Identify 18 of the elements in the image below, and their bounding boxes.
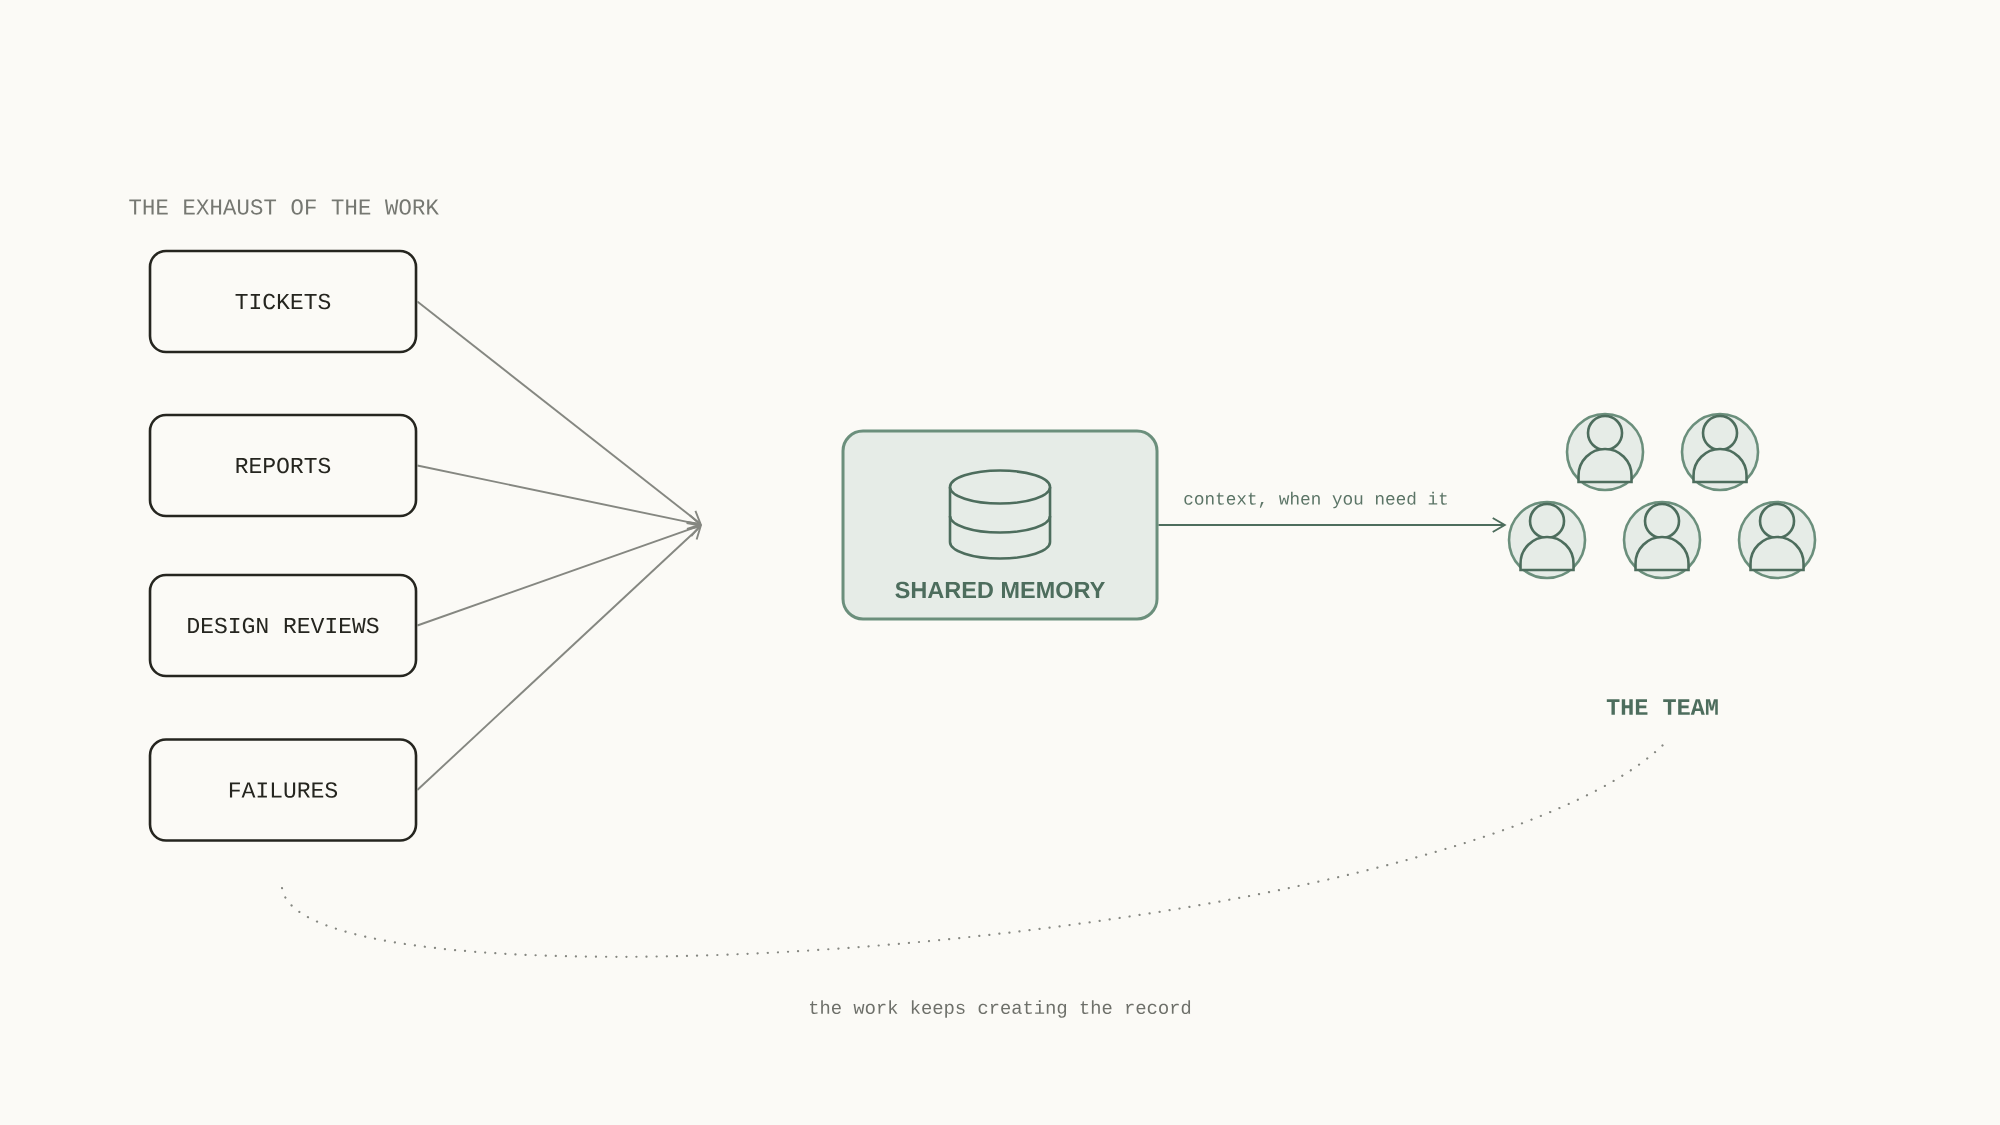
source-box: FAILURES [148,738,418,842]
arrow [416,464,702,530]
arrow [416,300,702,525]
source-box: TICKETS [148,249,418,354]
arrow [1157,517,1507,533]
edge-label: the work keeps creating the record [806,998,1194,1020]
column-heading: THE EXHAUST OF THE WORK [129,199,439,215]
arrow [416,522,702,627]
person-icon [1680,412,1760,492]
source-box: REPORTS [148,413,418,518]
person-icon [1622,500,1702,580]
person-icon [1507,500,1587,580]
arrow [416,525,702,791]
edge-label: context, when you need it [1181,489,1451,511]
source-box: DESIGN REVIEWS [148,573,418,678]
person-icon [1565,412,1645,492]
group-heading: THE TEAM [1606,699,1718,715]
person-icon [1737,500,1817,580]
